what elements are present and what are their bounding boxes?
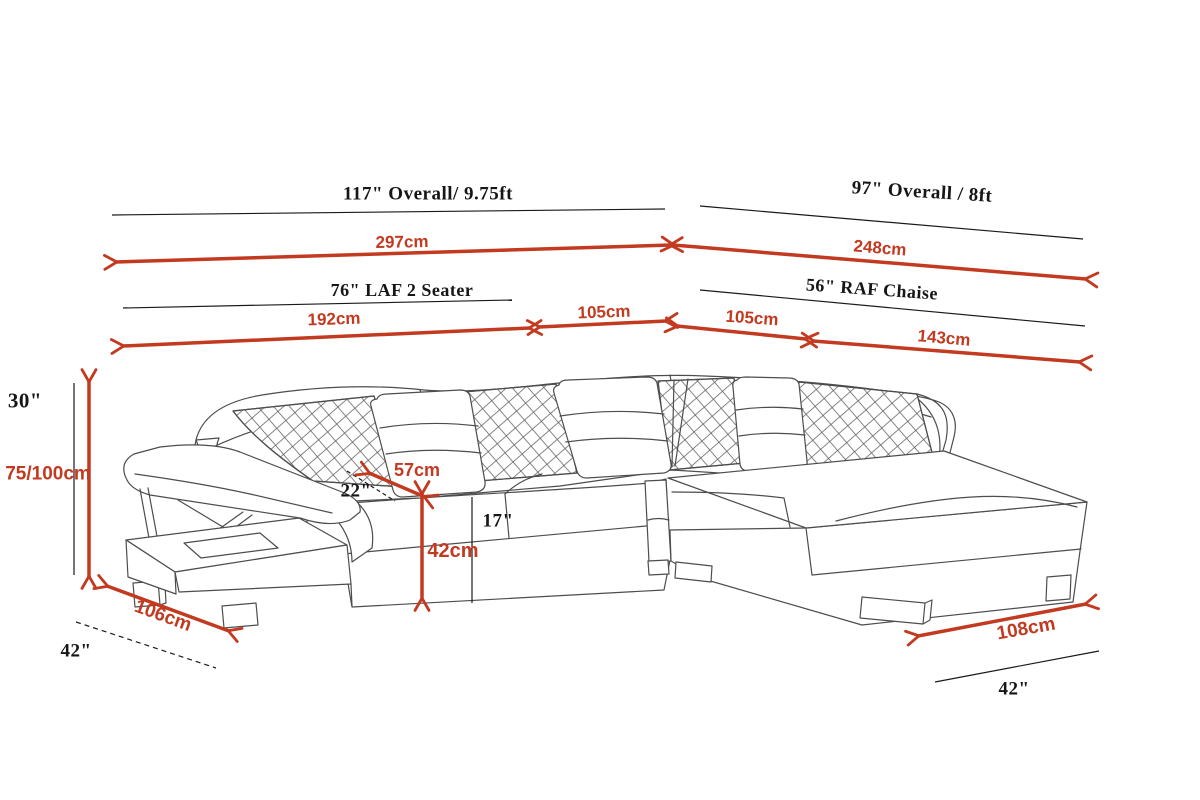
- label-height-cm: 75/100cm: [5, 463, 91, 485]
- ref-line-depth-left: [75, 621, 217, 669]
- label-seat-back-cm: 57cm: [393, 460, 441, 480]
- label-laf-inner-cm: 105cm: [577, 301, 631, 323]
- label-raf-inner-cm: 105cm: [724, 306, 780, 330]
- quilted-panel-middle: [451, 383, 578, 482]
- ref-line-raf: [699, 289, 1086, 327]
- dim-arrow-248cm: [673, 245, 1086, 279]
- label-overall-left-inches: 117" Overall/ 9.75ft: [343, 183, 513, 205]
- label-depth-right-inches: 42": [998, 678, 1030, 700]
- label-seat-height-inches: 17": [482, 510, 514, 532]
- label-raf-cm: 143cm: [916, 326, 972, 350]
- label-seat-height-cm: 42cm: [427, 540, 479, 562]
- dim-arrow-192cm: [123, 328, 530, 346]
- dim-arrow-143cm: [813, 341, 1080, 362]
- label-seat-back-inches: 22": [340, 480, 372, 502]
- ref-line-depth-right: [934, 650, 1100, 683]
- label-depth-left-inches: 42": [60, 640, 92, 662]
- label-laf-cm: 192cm: [307, 308, 361, 330]
- label-overall-left-cm: 297cm: [375, 232, 429, 252]
- pillow-middle: [552, 376, 672, 479]
- dim-arrow-106cm: [107, 586, 229, 631]
- ref-line-overall-left: [111, 208, 666, 216]
- dim-arrow-105cm-right: [677, 326, 806, 339]
- dim-arrow-105cm-left: [539, 321, 666, 327]
- label-height-inches: 30": [7, 388, 43, 413]
- label-laf-inches: 76" LAF 2 Seater: [330, 280, 474, 300]
- quilted-panel-right: [788, 381, 937, 472]
- dim-arrow-108cm: [918, 604, 1086, 636]
- ref-line-laf: [122, 299, 513, 309]
- dim-arrow-297cm: [116, 245, 671, 262]
- label-overall-right-cm: 248cm: [852, 236, 908, 260]
- ref-line-overall-right: [699, 205, 1084, 240]
- quilted-panel-corner: [657, 377, 746, 471]
